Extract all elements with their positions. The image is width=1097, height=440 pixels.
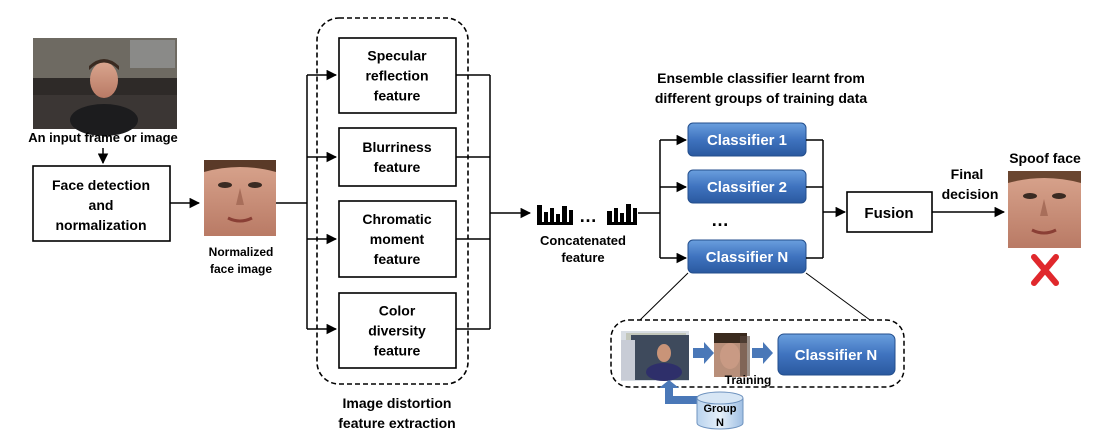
training-label: Training bbox=[725, 373, 772, 387]
concat-label-line2: feature bbox=[561, 250, 604, 265]
decision-label-line2: decision bbox=[942, 186, 999, 202]
spoof-cross-icon bbox=[1031, 254, 1059, 286]
feature-group-label-line2: feature extraction bbox=[338, 415, 455, 431]
group-label-line1: Group bbox=[704, 403, 737, 415]
specular-reflection-feature-label-line1: Specular bbox=[367, 48, 427, 64]
normalized-label-line2: face image bbox=[210, 262, 272, 276]
training-images-stack bbox=[621, 331, 689, 381]
training-face-image bbox=[714, 333, 750, 377]
classifier-2-button: Classifier 2 bbox=[687, 169, 807, 204]
ensemble-input-connectors bbox=[638, 134, 688, 264]
decision-label-line1: Final bbox=[951, 166, 984, 182]
concat-dots: … bbox=[579, 206, 597, 226]
classifier-n-label: Classifier N bbox=[706, 249, 789, 266]
training-arrow-2-icon bbox=[752, 342, 773, 364]
ensemble-title-line1: Ensemble classifier learnt from bbox=[657, 70, 865, 86]
face-detection-line3: normalization bbox=[55, 217, 146, 233]
blurriness-feature-box: Blurriness feature bbox=[338, 127, 457, 187]
color-diversity-feature-box: Color diversity feature bbox=[338, 292, 457, 369]
ensemble-title-line2: different groups of training data bbox=[655, 90, 868, 106]
face-detection-line1: Face detection bbox=[52, 177, 150, 193]
blurriness-feature-label-line2: feature bbox=[374, 159, 421, 175]
specular-reflection-feature-label-line3: feature bbox=[374, 88, 421, 104]
concat-label-line1: Concatenated bbox=[540, 233, 626, 248]
training-classifier-n-button: Classifier N bbox=[777, 333, 896, 376]
color-diversity-feature-label-line2: diversity bbox=[368, 323, 426, 339]
feature-boxes: SpecularreflectionfeatureBlurrinessfeatu… bbox=[338, 37, 457, 369]
training-arrow-1-icon bbox=[693, 342, 714, 364]
training-classifier-label: Classifier N bbox=[795, 347, 878, 364]
normalized-label-line1: Normalized bbox=[209, 245, 274, 259]
chromatic-moment-feature-box: Chromatic moment feature bbox=[338, 200, 457, 278]
classifier-n-button: Classifier N bbox=[687, 239, 807, 274]
fusion-box bbox=[846, 191, 933, 233]
classifier-2-label: Classifier 2 bbox=[707, 179, 787, 196]
feature-extraction-group bbox=[316, 17, 469, 385]
group-to-training-arrow-icon bbox=[659, 380, 700, 404]
chromatic-moment-feature-label-line1: Chromatic bbox=[362, 211, 431, 227]
fusion-label: Fusion bbox=[864, 205, 913, 222]
color-diversity-feature-label-line1: Color bbox=[379, 303, 416, 319]
chromatic-moment-feature-label-line2: moment bbox=[370, 231, 425, 247]
input-caption: An input frame or image bbox=[28, 130, 178, 145]
face-detection-box bbox=[32, 165, 171, 242]
fanout-connectors bbox=[276, 69, 338, 335]
normalized-face-image bbox=[204, 160, 276, 236]
blurriness-feature-label-line1: Blurriness bbox=[362, 139, 431, 155]
classifier-1-label: Classifier 1 bbox=[707, 132, 787, 149]
classifier-1-button: Classifier 1 bbox=[687, 122, 807, 157]
classifier-dots: … bbox=[711, 210, 729, 230]
group-label-line2: N bbox=[716, 417, 724, 429]
color-diversity-feature-label-line3: feature bbox=[374, 343, 421, 359]
input-frame-image bbox=[33, 38, 177, 136]
fanin-connectors bbox=[456, 74, 532, 330]
group-n-database-icon bbox=[696, 391, 744, 430]
specular-reflection-feature-label-line2: reflection bbox=[365, 68, 428, 84]
specular-reflection-feature-box: Specular reflection feature bbox=[338, 37, 457, 114]
spoof-face-label: Spoof face bbox=[1009, 150, 1081, 166]
fusion-input-connectors bbox=[806, 139, 847, 259]
feature-group-label-line1: Image distortion bbox=[343, 395, 452, 411]
training-zoom-lines bbox=[639, 272, 871, 321]
concatenated-feature-icon bbox=[537, 204, 637, 225]
face-detection-line2: and bbox=[89, 197, 114, 213]
spoof-face-image bbox=[1008, 171, 1081, 248]
chromatic-moment-feature-label-line3: feature bbox=[374, 251, 421, 267]
